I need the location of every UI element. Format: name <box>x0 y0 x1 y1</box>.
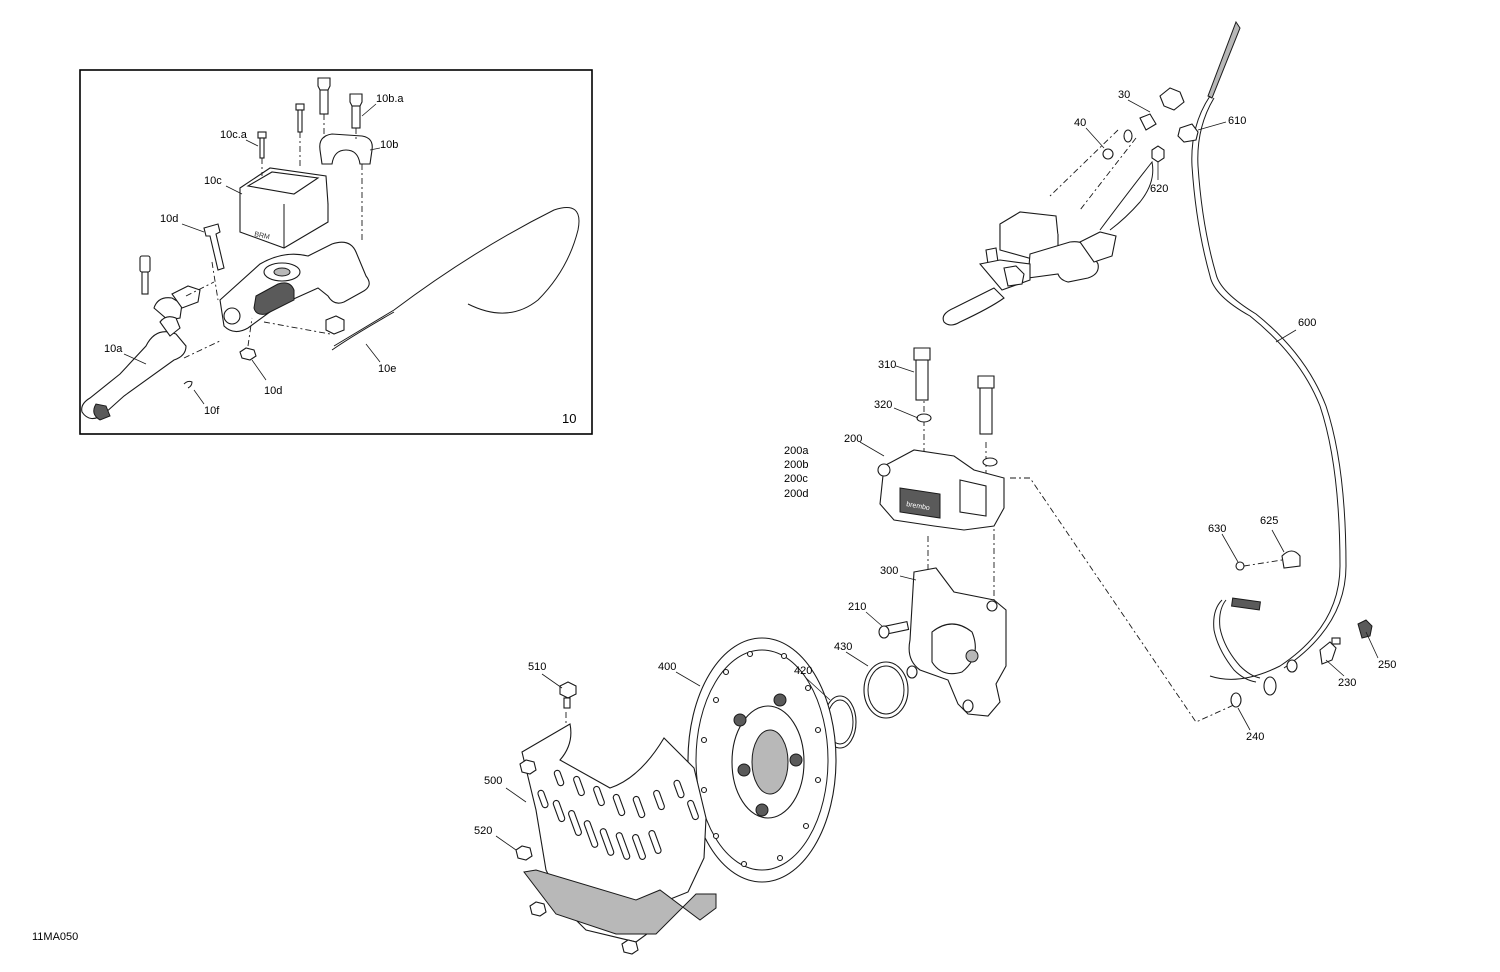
inset-master-cylinder-assembly: 10 BRM <box>79 69 593 435</box>
pivot-pin-10d <box>203 223 225 271</box>
label-10c: 10c <box>204 175 222 187</box>
svg-text:brembo: brembo <box>906 501 931 512</box>
label-200: 200 <box>844 433 862 445</box>
inset-leaders <box>123 103 381 405</box>
label-10d-top: 10d <box>160 213 178 225</box>
washer-40 <box>1102 148 1114 160</box>
label-230: 230 <box>1338 677 1356 689</box>
label-250: 250 <box>1378 659 1396 671</box>
bolt-10b-a <box>317 77 363 129</box>
label-240: 240 <box>1246 731 1264 743</box>
label-10c-a: 10c.a <box>220 129 248 141</box>
clip-625 <box>1281 550 1301 569</box>
disc-guard-500 <box>521 723 717 943</box>
drawing-code: 11MA050 <box>32 931 78 943</box>
label-630: 630 <box>1208 523 1226 535</box>
inset-number: 10 <box>562 411 576 426</box>
label-620: 620 <box>1150 183 1168 195</box>
label-610: 610 <box>1228 115 1246 127</box>
bleeder-valve-230 <box>1286 637 1341 673</box>
label-520: 520 <box>474 825 492 837</box>
main-leaders <box>495 99 1379 851</box>
label-10b: 10b <box>380 139 398 151</box>
label-10b-a: 10b.a <box>376 93 404 105</box>
label-10d-bottom: 10d <box>264 385 282 397</box>
inset-frame <box>79 69 593 435</box>
clamp-10b <box>319 133 373 165</box>
label-10f: 10f <box>204 405 220 417</box>
screw-10c-a <box>257 103 305 159</box>
label-10e: 10e <box>378 363 396 375</box>
master-cylinder-main <box>942 160 1154 326</box>
nut-10d <box>239 347 257 361</box>
label-200a: 200a <box>784 445 809 457</box>
label-300: 300 <box>880 565 898 577</box>
banjo-fitting-30 <box>1123 87 1185 143</box>
label-625: 625 <box>1260 515 1278 527</box>
label-420: 420 <box>794 665 812 677</box>
label-320: 320 <box>874 399 892 411</box>
clip-630 <box>1235 561 1245 571</box>
brake-switch-10e <box>325 315 345 335</box>
master-cylinder-body-inset <box>219 241 370 333</box>
label-310: 310 <box>878 359 896 371</box>
bolt-310 <box>913 347 995 435</box>
cap-250 <box>1357 619 1373 639</box>
washer-320 <box>916 413 932 423</box>
label-400: 400 <box>658 661 676 673</box>
label-500: 500 <box>484 775 502 787</box>
o-ring-430 <box>863 661 909 719</box>
brake-caliper-200: brembo <box>877 449 1005 531</box>
label-430: 430 <box>834 641 852 653</box>
brake-hose-600 <box>1177 20 1347 696</box>
label-200c: 200c <box>784 473 808 485</box>
clip-10f <box>183 380 193 389</box>
label-10a: 10a <box>104 343 123 355</box>
lever-10a <box>81 255 201 421</box>
caliper-bracket-300 <box>908 567 1007 717</box>
label-510: 510 <box>528 661 546 673</box>
svg-text:BRM: BRM <box>254 231 271 241</box>
reservoir-10c: BRM <box>239 167 329 249</box>
brake-line-10e <box>333 207 580 347</box>
washer-240 <box>1230 692 1242 708</box>
screw-510 <box>559 681 577 709</box>
label-200b: 200b <box>784 459 808 471</box>
label-30: 30 <box>1118 89 1130 101</box>
label-40: 40 <box>1074 117 1086 129</box>
label-210: 210 <box>848 601 866 613</box>
nut-520 <box>515 845 533 861</box>
bolt-210 <box>878 620 910 639</box>
label-600: 600 <box>1298 317 1316 329</box>
brake-disc-400 <box>687 637 837 883</box>
label-200d: 200d <box>784 488 808 500</box>
nut-620 <box>1151 145 1165 163</box>
